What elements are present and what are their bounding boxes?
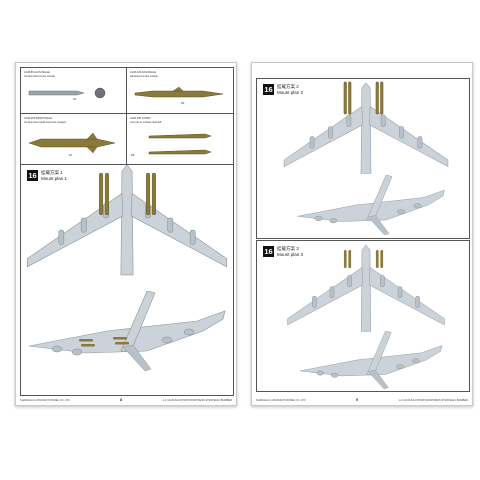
step-panel: 16 挂载方案 3 Mount plan 3 (256, 240, 470, 392)
part-number: B7 (69, 154, 73, 157)
step-panel: 16 挂载方案 1 Mount plan 1 (20, 164, 234, 396)
step-title-cn: 挂载方案 2 (277, 84, 299, 89)
instruction-page-left: AGM-86 ALCM Missile Air-launched cruise … (15, 62, 237, 406)
step-number: 16 (263, 84, 274, 95)
missile-load-right (375, 250, 384, 268)
step-title-en: Mount plan 3 (277, 251, 304, 257)
step-title-en: Mount plan 2 (277, 89, 304, 95)
part-caption: AGM-129 ACM Missile (130, 71, 157, 74)
step-title-cn: 挂载方案 1 (41, 170, 63, 175)
aircraft-top-view (25, 165, 229, 277)
part-panel-2: AGM-129 ACM Missile Advanced cruise miss… (126, 67, 234, 114)
missile-part-drawing (28, 90, 85, 96)
aircraft-top-view (271, 83, 461, 175)
part-panel-4: AGM-158 JASSM Joint air-to-surface stand… (126, 113, 234, 165)
part-caption: Joint air-to-surface standoff (130, 120, 162, 124)
instruction-page-right: 16 挂载方案 2 Mount plan 2 16 挂载方案 3 Mount p… (251, 62, 473, 406)
missile-load-left (343, 81, 352, 115)
footer-company: SHANGHAI LUXURIANT MODEL CO.,LTD (20, 399, 70, 402)
part-number: B6 (181, 102, 185, 105)
missile-load-right (375, 81, 384, 115)
part-caption: AGM-158 JASSM (130, 117, 151, 120)
step-number: 16 (27, 170, 38, 181)
aircraft-top-view (271, 245, 461, 333)
part-caption: Air-launched cruise missile (24, 74, 55, 78)
missile-part-drawing (148, 133, 212, 155)
part-panel-3: AGM-183 ARRW Missile Air-launched rapid … (20, 113, 127, 165)
part-caption: Air-launched rapid response weapon (24, 120, 67, 124)
step-panel: 16 挂载方案 2 Mount plan 2 (256, 78, 470, 239)
missile-load-left (98, 173, 110, 215)
aircraft-perspective-view (281, 175, 461, 235)
part-caption: AGM-86 ALCM Missile (24, 71, 51, 74)
aircraft-perspective-view (281, 331, 461, 389)
missile-load-left (343, 250, 352, 268)
part-caption: AGM-183 ARRW Missile (24, 117, 53, 120)
missile-load-underwing (79, 337, 129, 347)
step-title-cn: 挂载方案 3 (277, 246, 299, 251)
step-title-en: Mount plan 1 (41, 175, 68, 181)
step-number: 16 (263, 246, 274, 257)
part-number: B5 (73, 98, 77, 101)
missile-part-drawing (28, 132, 116, 154)
footer-company: SHANGHAI LUXURIANT MODEL CO.,LTD (256, 399, 306, 402)
missile-part-drawing (134, 86, 224, 98)
footer-model: L-1:144 B-52H STRATOFORTRESS STRATEGIC B… (162, 399, 232, 402)
part-panel-1: AGM-86 ALCM Missile Air-launched cruise … (20, 67, 127, 114)
missile-load-right (145, 173, 157, 215)
dome-part-drawing (94, 87, 106, 99)
part-number: B8 (131, 154, 135, 157)
page-number: 8 (120, 397, 123, 402)
page-number: 9 (356, 397, 359, 402)
part-caption: Advanced cruise missile (130, 74, 158, 78)
aircraft-perspective-view (27, 291, 227, 371)
footer-model: L-1:144 B-52H STRATOFORTRESS STRATEGIC B… (398, 399, 468, 402)
